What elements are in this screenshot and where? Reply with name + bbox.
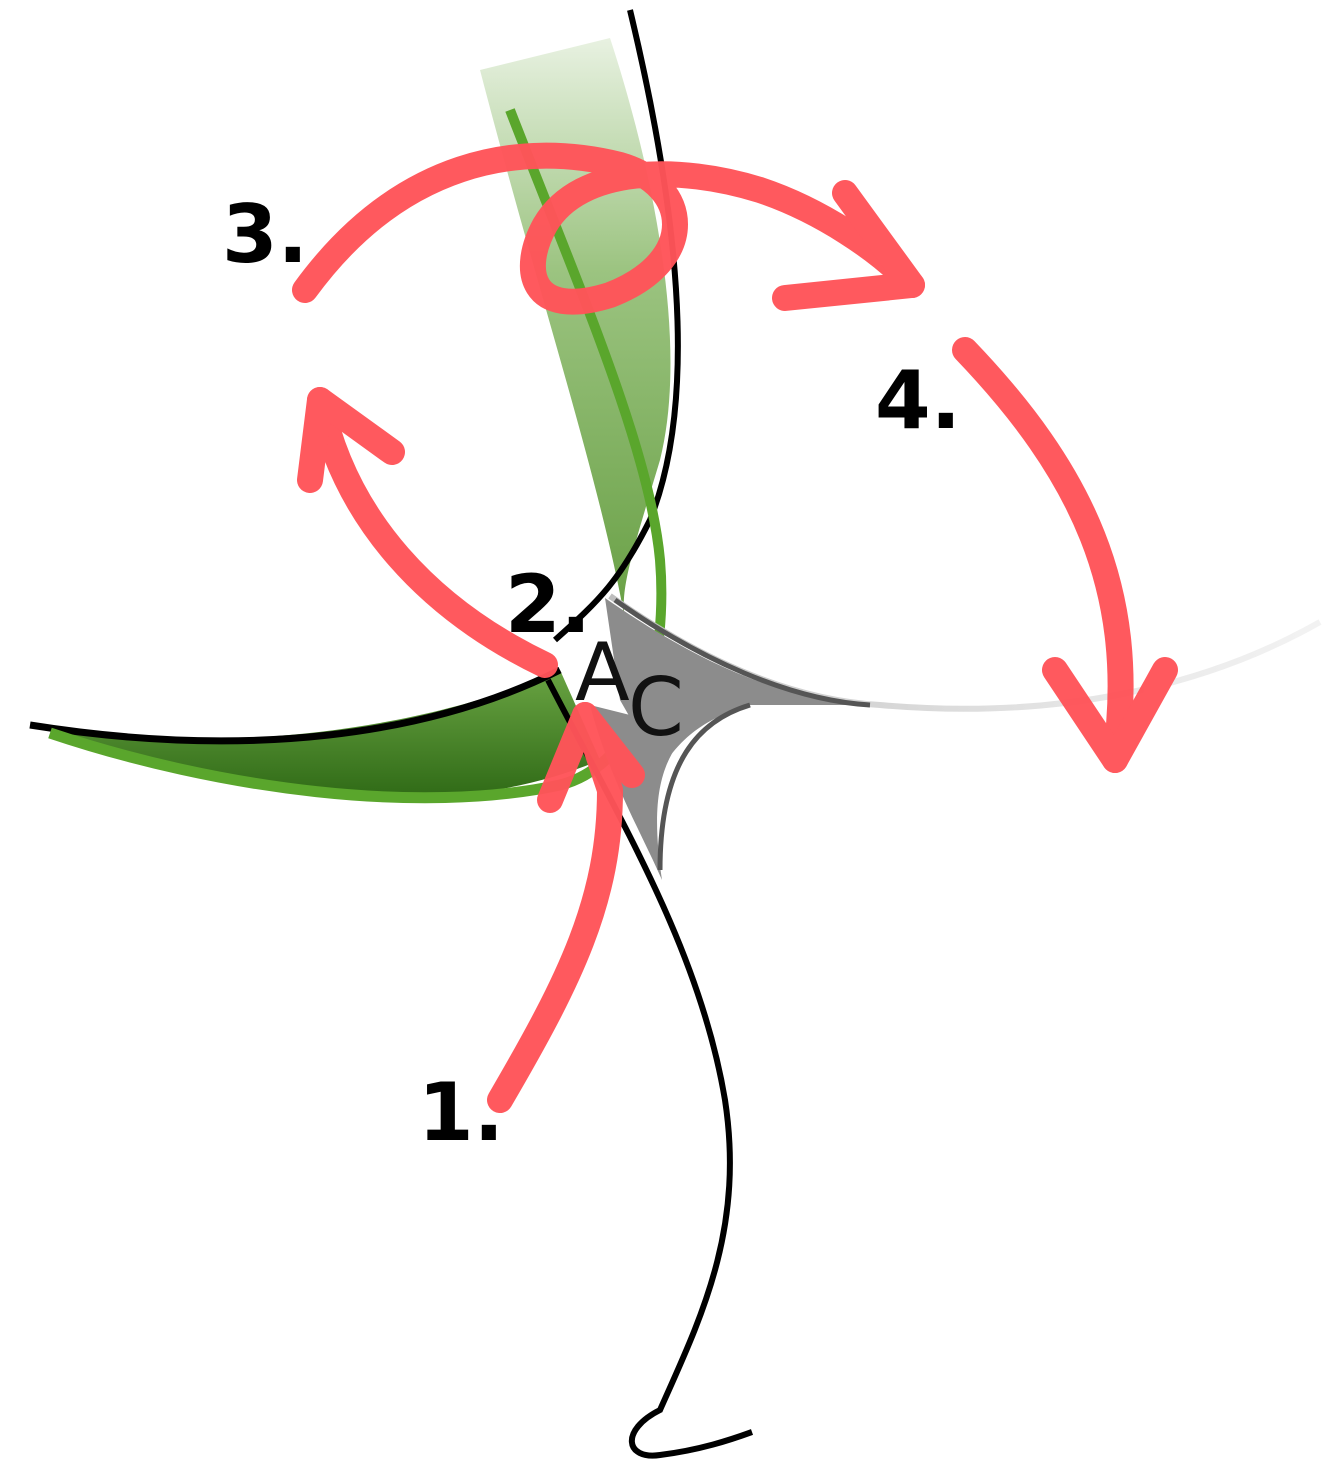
step-label-3: 3. xyxy=(222,188,308,281)
cycle-arrows xyxy=(305,156,1165,1100)
logo-letter-c: C xyxy=(628,661,684,754)
step-label-2: 2. xyxy=(505,558,591,651)
step-label-1: 1. xyxy=(418,1066,504,1159)
step-label-4: 4. xyxy=(875,354,961,447)
